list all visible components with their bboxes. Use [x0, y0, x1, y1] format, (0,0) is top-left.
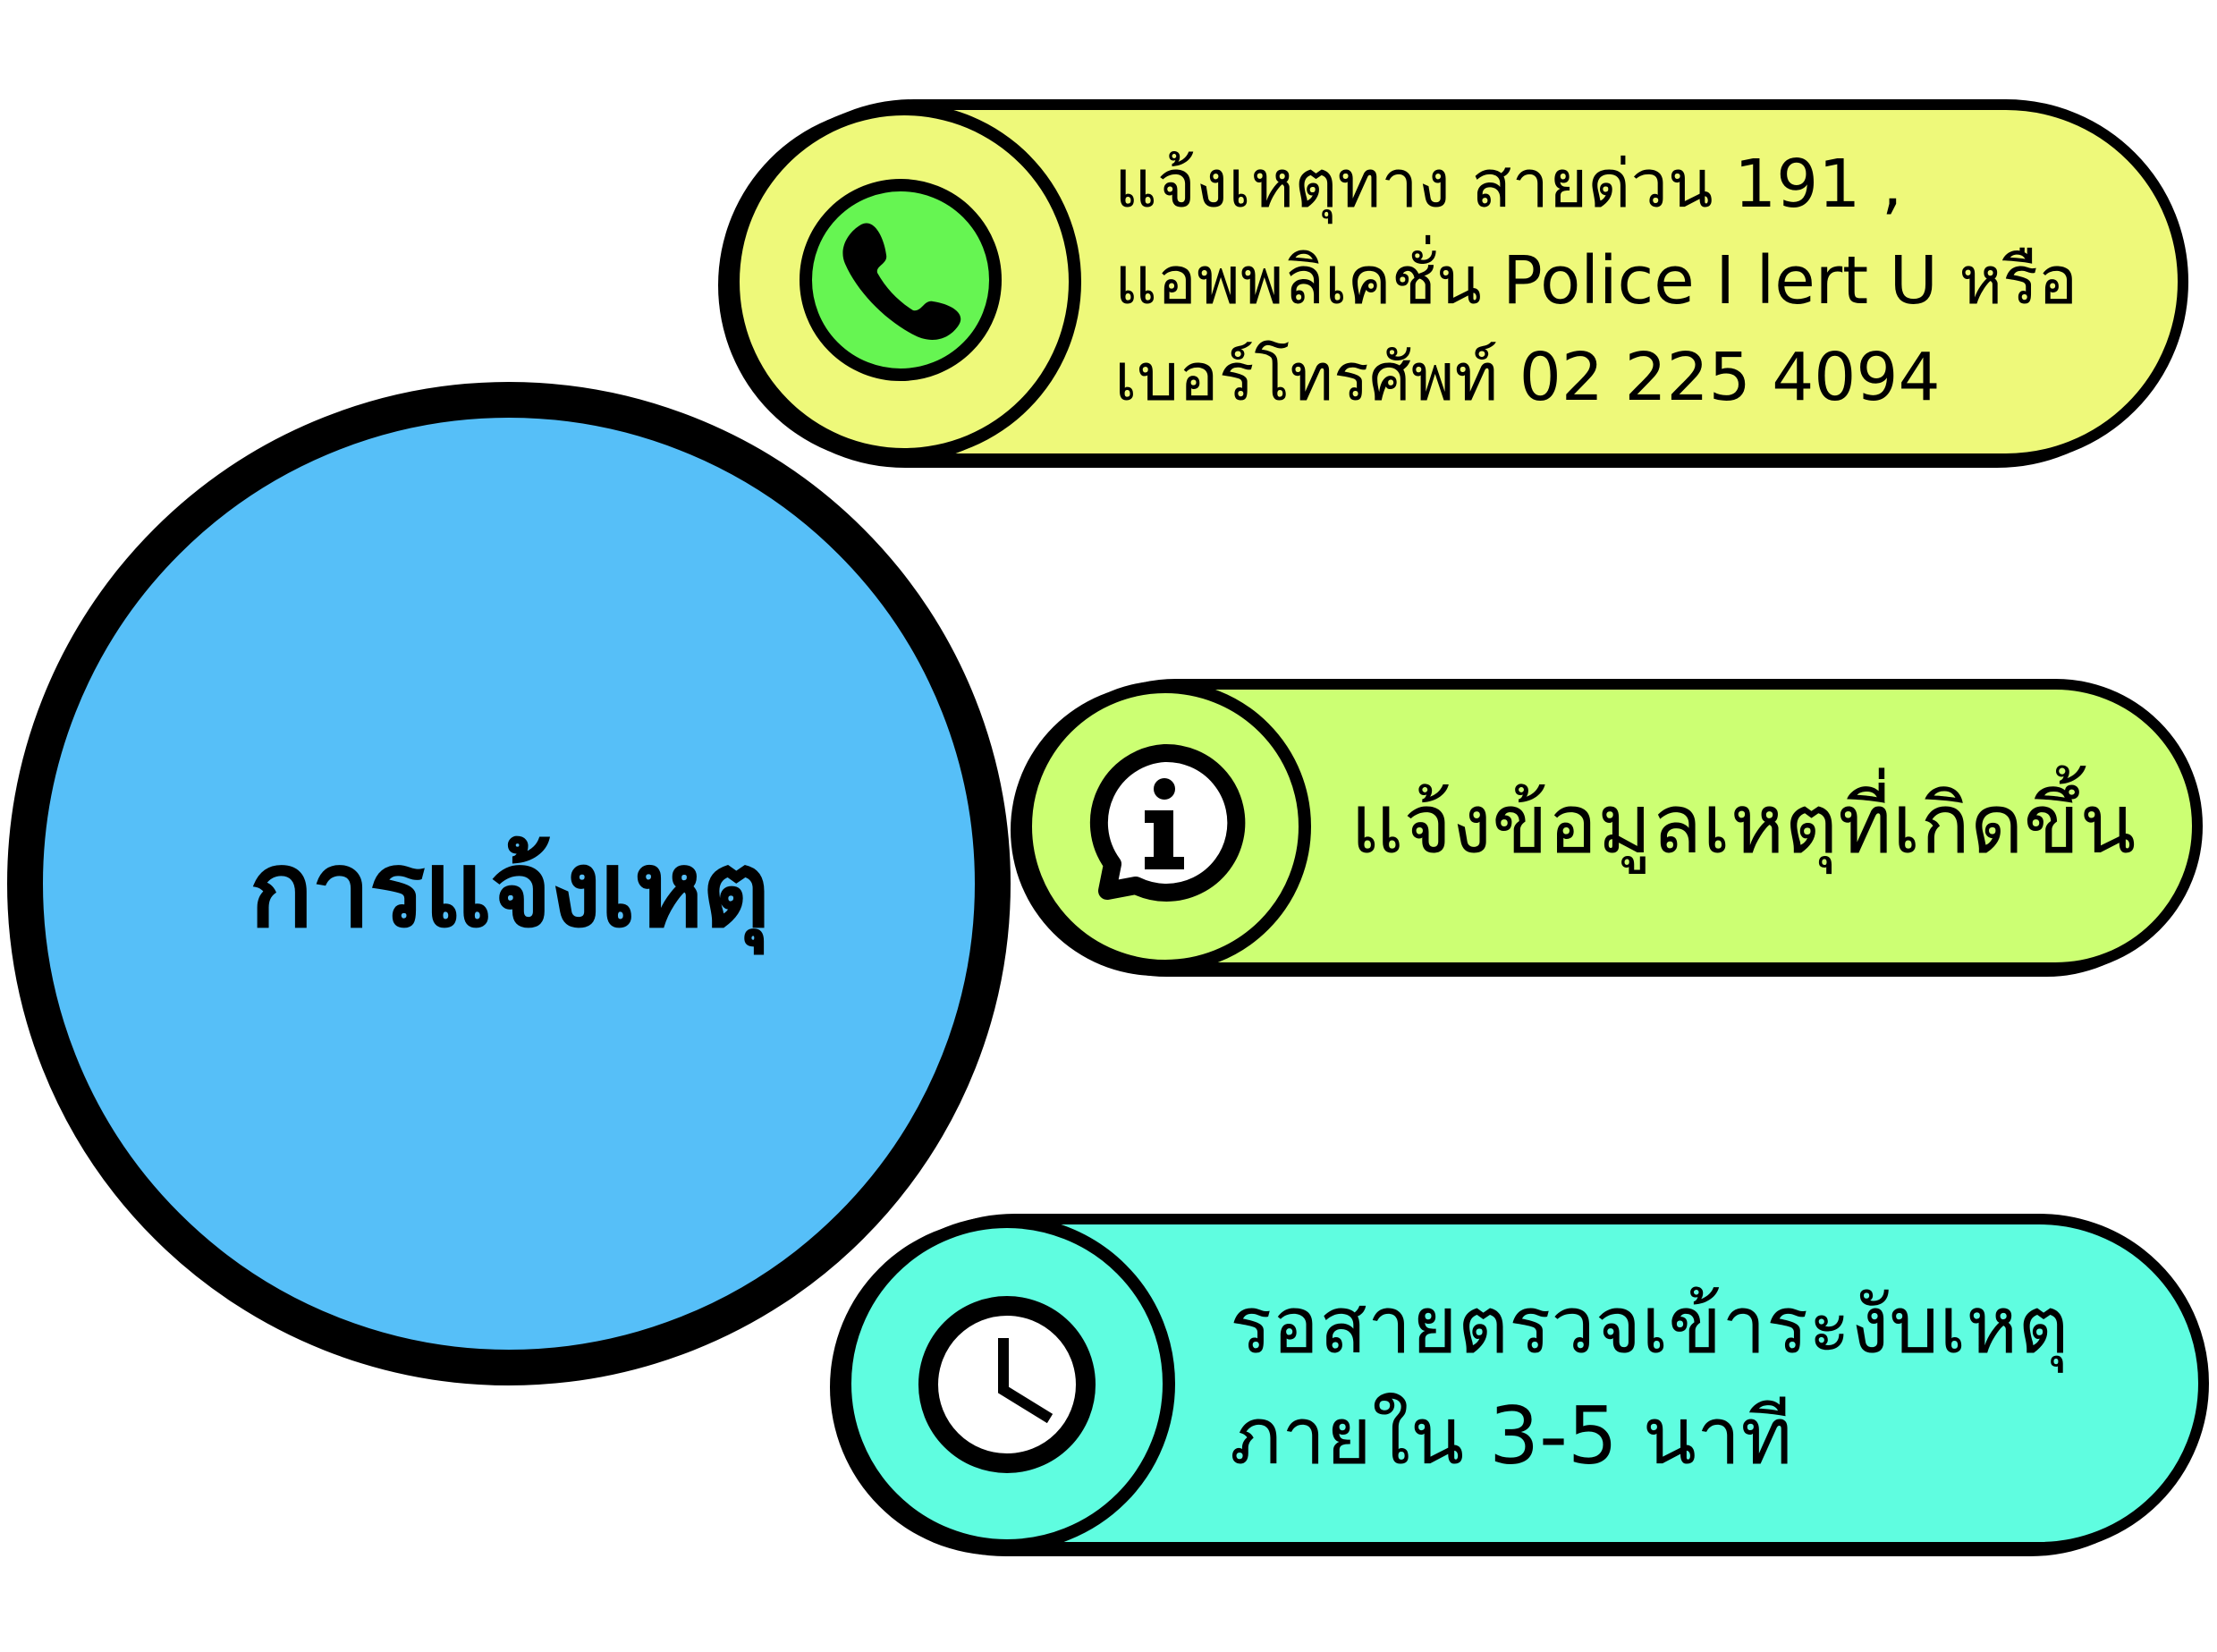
item-wait-text: รอสายตรวจเข้าระงับเหตุ ภายใน 3-5 นาที [1230, 1270, 2069, 1492]
main-title: การแจ้งเหตุ [249, 827, 771, 951]
text-line: แจ้งข้อมูลเหตุที่เกิดขึ้น [1350, 776, 2137, 872]
text-line: เบอร์โทรศัพท์ 02 225 4094 [1114, 339, 1941, 416]
info-chat-icon [1082, 742, 1247, 907]
text-line: แจ้งเหตุทาง สายด่วน 191 , [1114, 146, 1903, 223]
item-phone-text: แจ้งเหตุทาง สายด่วน 191 , แอพพลิเคชั่น P… [1114, 136, 2077, 426]
phone-icon [799, 178, 1003, 382]
clock-icon [916, 1293, 1098, 1476]
text-line: รอสายตรวจเข้าระงับเหตุ [1230, 1279, 2069, 1371]
item-info-text: แจ้งข้อมูลเหตุที่เกิดขึ้น [1350, 771, 2136, 878]
text-line: ภายใน 3-5 นาที [1230, 1390, 1793, 1482]
text-line: แอพพลิเคชั่น Police I lert U หรือ [1114, 242, 2078, 319]
main-circle: การแจ้งเหตุ [7, 382, 1011, 1385]
